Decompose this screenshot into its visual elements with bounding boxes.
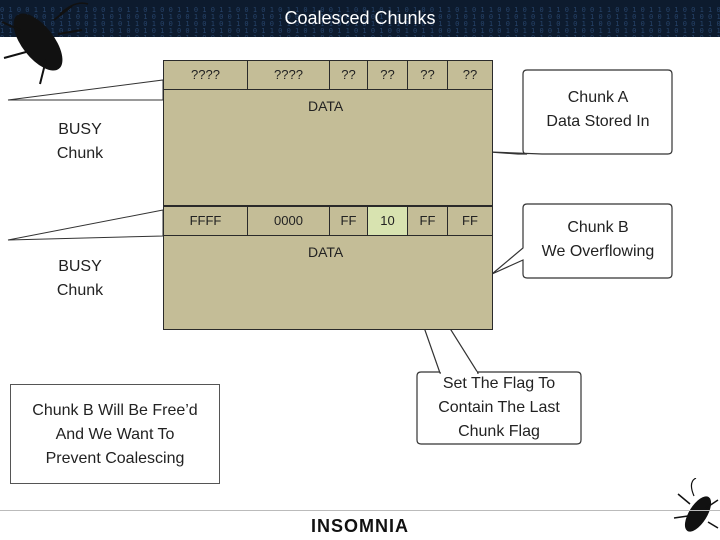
chunk-b-busy-label: BUSY Chunk bbox=[30, 255, 130, 303]
chunk-a-busy-label: BUSY Chunk bbox=[30, 118, 130, 166]
chunk-a-header-row: ???? ???? ?? ?? ?? ?? bbox=[163, 60, 493, 90]
chunk-a-cell: ?? bbox=[330, 61, 368, 89]
chunk-a-data-label: DATA bbox=[308, 98, 344, 114]
chunk-a-cell: ???? bbox=[248, 61, 330, 89]
note-box-line3: Prevent Coalescing bbox=[45, 450, 185, 467]
chunk-a-cell: ?? bbox=[368, 61, 408, 89]
chunk-b-callout-line1: Chunk B bbox=[567, 219, 629, 236]
footer-logo: INSOMNIA bbox=[311, 516, 409, 536]
chunk-a-busy-line1: BUSY bbox=[58, 121, 102, 138]
chunk-a-callout-bubble bbox=[489, 69, 673, 155]
cockroach-icon bbox=[673, 478, 719, 532]
chunk-b-cell: FF bbox=[448, 207, 492, 235]
chunk-b-cell: 0000 bbox=[248, 207, 330, 235]
chunk-a-busy-line2: Chunk bbox=[56, 145, 104, 162]
note-box-line1: Chunk B Will Be Free’d bbox=[32, 402, 198, 419]
chunk-b-cell: FF bbox=[408, 207, 448, 235]
busy-chunk-b-pointer bbox=[7, 209, 164, 241]
chunk-b-data-block bbox=[163, 236, 493, 330]
note-box: Chunk B Will Be Free’d And We Want To Pr… bbox=[10, 384, 220, 484]
title-bar: 0 1 0 0 1 1 0 1 0 1 1 0 0 1 0 1 1 0 1 0 … bbox=[0, 0, 720, 37]
chunk-a-callout-line2: Data Stored In bbox=[546, 113, 650, 130]
note-box-text: Chunk B Will Be Free’d And We Want To Pr… bbox=[11, 399, 219, 471]
chunk-b-cell: FF bbox=[330, 207, 368, 235]
chunk-b-flag-cell: 10 bbox=[368, 207, 408, 235]
flag-callout-line1: Set The Flag To bbox=[442, 375, 556, 392]
chunk-b-busy-line2: Chunk bbox=[56, 282, 104, 299]
chunk-b-callout-line2: We Overflowing bbox=[541, 243, 655, 260]
chunk-b-header-row: FFFF 0000 FF 10 FF FF bbox=[163, 206, 493, 236]
busy-chunk-a-pointer bbox=[7, 79, 164, 101]
flag-callout-bubble bbox=[416, 371, 582, 445]
chunk-a-cell: ?? bbox=[408, 61, 448, 89]
cockroach-icon bbox=[1, 2, 89, 85]
flag-callout-text: Set The Flag To Contain The Last Chunk F… bbox=[418, 372, 580, 444]
chunk-b-cell: FFFF bbox=[164, 207, 248, 235]
chunk-b-callout-bubble bbox=[491, 203, 673, 279]
note-box-line2: And We Want To bbox=[55, 426, 175, 443]
chunk-b-callout-text: Chunk B We Overflowing bbox=[527, 216, 669, 264]
slide-title: Coalesced Chunks bbox=[284, 8, 436, 28]
chunk-a-cell: ?? bbox=[448, 61, 492, 89]
chunk-b-busy-line1: BUSY bbox=[58, 258, 102, 275]
chunk-a-cell: ???? bbox=[164, 61, 248, 89]
chunk-a-callout-text: Chunk A Data Stored In bbox=[527, 86, 669, 134]
chunk-a-callout-line1: Chunk A bbox=[567, 89, 629, 106]
chunk-a-data-block bbox=[163, 90, 493, 206]
chunk-b-data-label: DATA bbox=[308, 244, 344, 260]
flag-callout-line3: Chunk Flag bbox=[458, 423, 540, 440]
flag-callout-line2: Contain The Last bbox=[438, 399, 560, 416]
footer-divider bbox=[0, 510, 720, 511]
